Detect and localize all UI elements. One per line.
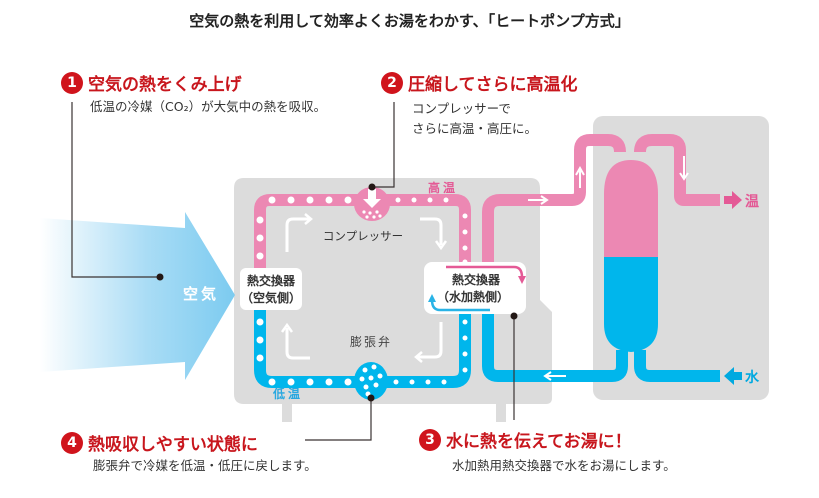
flow-arrow-left-up xyxy=(285,328,310,360)
flow-arrow-right-down xyxy=(420,217,443,245)
pipe-dot xyxy=(441,379,447,385)
pipe-dot xyxy=(409,379,415,385)
step-2-desc-1: コンプレッサーで xyxy=(412,101,511,116)
unit-leg-left xyxy=(282,404,292,422)
pipe-dot xyxy=(256,318,264,326)
step-1-desc: 低温の冷媒（CO₂）が大気中の熱を吸収。 xyxy=(90,99,327,114)
flow-arrow-water-left xyxy=(543,371,566,381)
hx-air-label-2: （空気側） xyxy=(241,290,301,305)
pipe-dot xyxy=(344,196,352,204)
page-title: 空気の熱を利用して効率よくお湯をわかす、「ヒートポンプ方式」 xyxy=(189,12,630,30)
step-4-title: 熱吸収しやすい状態に xyxy=(88,435,258,455)
pipe-dot xyxy=(443,197,449,203)
pipe-dot xyxy=(462,213,468,219)
step-3-title: 水に熱を伝えてお湯に！ xyxy=(446,432,632,452)
pipe-dot xyxy=(462,367,468,373)
water-in-arrow-icon xyxy=(724,367,742,385)
heat-pump-unit xyxy=(234,178,552,404)
hot-out-arrow-icon xyxy=(724,191,742,209)
hot-out-pipe xyxy=(634,134,720,206)
hot-water-tank-bottom xyxy=(604,257,658,352)
low-temp-label: 低温 xyxy=(272,386,303,401)
step-3-desc: 水加熱用熱交換器で水をお湯にします。 xyxy=(452,458,676,473)
pipe-dot xyxy=(462,335,468,341)
hot-water-tank-top xyxy=(604,160,658,258)
hx-air-box xyxy=(240,268,302,310)
pipe-dot xyxy=(425,379,431,385)
pipe-dot xyxy=(268,196,276,204)
step-2-title: 圧縮してさらに高温化 xyxy=(408,75,578,95)
pipe-dot xyxy=(287,196,295,204)
high-temp-label: 高温 xyxy=(428,180,458,195)
flow-arrow-water-right xyxy=(528,195,549,205)
flow-arrow-up-left-top xyxy=(285,217,309,252)
pipe-dot xyxy=(306,378,314,386)
pipe-dot xyxy=(325,378,333,386)
step-3-heading: 3 水に熱を伝えてお湯に！ xyxy=(419,427,632,452)
step-4-badge: 4 xyxy=(61,431,83,454)
step-1-badge: 1 xyxy=(61,71,83,94)
pipe-dot xyxy=(344,378,352,386)
pipe-dot xyxy=(268,378,276,386)
pipe-dot xyxy=(306,196,314,204)
pipe-dot xyxy=(256,234,264,242)
hx-water-box xyxy=(424,262,526,314)
pipe-dot xyxy=(462,245,468,251)
flow-arrow-down-left xyxy=(418,322,443,359)
pipe-dot xyxy=(325,196,333,204)
air-arrow xyxy=(40,212,235,380)
compressor-label: コンプレッサー xyxy=(323,229,403,243)
callout-line-2 xyxy=(372,102,395,188)
valve-label: 膨張弁 xyxy=(350,334,392,349)
pipe-dot xyxy=(256,252,264,260)
callout-line-1 xyxy=(71,102,160,278)
step-2-badge: 2 xyxy=(381,71,403,94)
flow-arrow-water-up xyxy=(575,165,585,188)
hx-air-label-1: 熱交換器 xyxy=(247,273,296,288)
callout-line-4 xyxy=(305,400,372,441)
pipe-dot xyxy=(411,197,417,203)
water-in-label: 水 xyxy=(745,369,760,386)
step-2-desc-2: さらに高温・高圧に。 xyxy=(412,121,538,136)
pipe-dot xyxy=(256,354,264,362)
pipe-dot xyxy=(462,351,468,357)
pipe-dot xyxy=(395,197,401,203)
water-hot-pipe xyxy=(482,134,626,280)
step-2-heading: 2 圧縮してさらに高温化 xyxy=(381,70,578,95)
hx-water-label-2: （水加熱側） xyxy=(437,289,509,304)
pipe-dot xyxy=(256,216,264,224)
flow-arrow-water-down xyxy=(679,156,689,181)
cold-in-pipe xyxy=(634,350,720,382)
pipe-dot xyxy=(462,319,468,325)
pipe-dot xyxy=(393,379,399,385)
pipe-dot xyxy=(427,197,433,203)
hx-water-label-1: 熱交換器 xyxy=(452,272,501,287)
step-1-heading: 1 空気の熱をくみ上げ xyxy=(61,70,242,95)
hot-out-label: 温 xyxy=(745,194,759,210)
step-1-title: 空気の熱をくみ上げ xyxy=(88,75,242,95)
pipe-dot xyxy=(462,229,468,235)
air-label: 空気 xyxy=(183,285,219,303)
expansion-valve-icon xyxy=(354,362,388,400)
step-4-desc: 膨張弁で冷媒を低温・低圧に戻します。 xyxy=(93,458,317,473)
pipe-dot xyxy=(256,336,264,344)
unit-leg-right xyxy=(496,404,506,422)
pipe-dot xyxy=(287,378,295,386)
step-4-heading: 4 熱吸収しやすい状態に xyxy=(61,430,258,455)
step-3-badge: 3 xyxy=(419,428,441,451)
